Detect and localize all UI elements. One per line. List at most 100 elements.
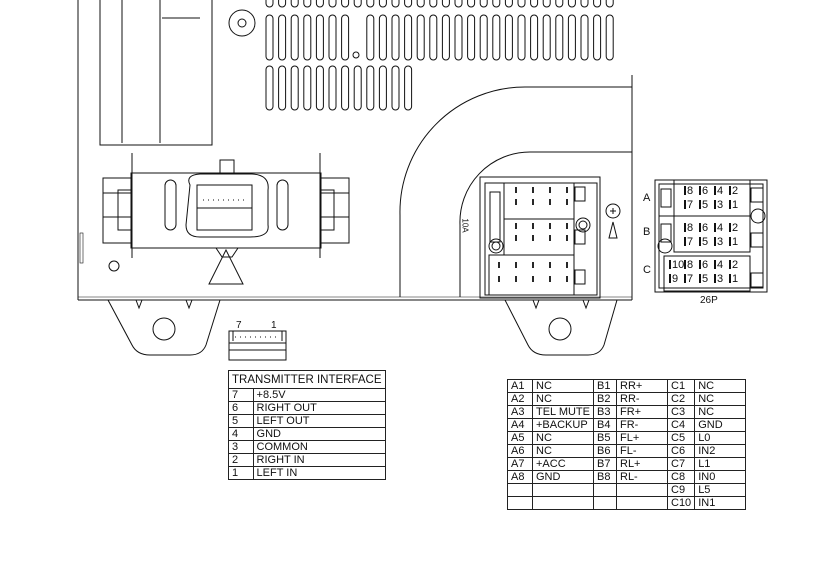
pin-number: 8 <box>684 222 699 234</box>
vent-slot <box>290 0 299 8</box>
cell-signal: COMMON <box>252 440 386 454</box>
cell-signal: L0 <box>694 431 747 445</box>
row-a-label: A <box>643 192 651 204</box>
vent-slot <box>378 65 387 111</box>
vent-slot <box>391 14 400 61</box>
vent-slot <box>416 14 425 61</box>
pin-number: 3 <box>714 199 729 211</box>
vent-slot <box>593 14 602 61</box>
vent-slot <box>290 65 299 111</box>
cell-pin: 1 <box>228 466 254 480</box>
cell-signal: NC <box>532 379 594 393</box>
vent-slot <box>265 65 274 111</box>
cell-pin: B4 <box>593 418 617 432</box>
cell-signal: NC <box>532 392 594 406</box>
cell-pin: A1 <box>507 379 533 393</box>
vent-slot <box>454 0 463 8</box>
cell-signal: LEFT IN <box>252 466 386 480</box>
chassis-outline <box>77 0 633 301</box>
pin-number: 7 <box>684 273 699 285</box>
mounting-tab-right <box>504 299 618 356</box>
cell-pin: B7 <box>593 457 617 471</box>
cell-signal: NC <box>532 444 594 458</box>
vent-slot <box>278 65 287 111</box>
vent-slot <box>290 14 299 61</box>
connector-recess <box>399 86 632 297</box>
vent-slot <box>530 14 539 61</box>
cell-pin: C3 <box>666 405 696 419</box>
warning-triangle <box>208 248 244 285</box>
cell-signal: TEL MUTE <box>532 405 594 419</box>
vent-slot <box>303 65 312 111</box>
tx-pin-7-label: 7 <box>236 320 242 331</box>
pin-number: 4 <box>714 259 729 271</box>
cell-signal: L1 <box>694 457 747 471</box>
transmitter-socket <box>102 153 350 258</box>
vent-slot <box>479 0 488 8</box>
cell-pin: A7 <box>507 457 533 471</box>
pin-number: 3 <box>714 273 729 285</box>
pin-number: 1 <box>729 236 744 248</box>
connector-26p <box>654 179 768 293</box>
vent-slot <box>580 14 589 61</box>
cell-pin: B2 <box>593 392 617 406</box>
pin-number: 2 <box>729 259 744 271</box>
vent-slot <box>404 0 413 8</box>
table-row: 7+8.5V <box>228 388 386 402</box>
cell-pin: B1 <box>593 379 617 393</box>
vent-slot <box>265 14 274 61</box>
vent-slot <box>605 0 614 8</box>
vent-slot <box>467 0 476 8</box>
cell-signal: NC <box>694 392 747 406</box>
cell-signal: FR- <box>616 418 668 432</box>
cell-signal: L5 <box>694 483 747 497</box>
cell-signal: NC <box>694 379 747 393</box>
cell-pin: B3 <box>593 405 617 419</box>
cell-signal: IN2 <box>694 444 747 458</box>
pin-number: 5 <box>699 273 714 285</box>
cell-signal: FL- <box>616 444 668 458</box>
cell-signal: FL+ <box>616 431 668 445</box>
cell-pin: 7 <box>228 388 254 402</box>
vent-slot <box>441 14 450 61</box>
fuse-label: 10A <box>460 218 470 233</box>
cell-pin: A5 <box>507 431 533 445</box>
cell-signal: GND <box>532 470 594 484</box>
vent-slot <box>366 65 375 111</box>
transmitter-table-title: TRANSMITTER INTERFACE <box>228 370 386 389</box>
cell-pin: B8 <box>593 470 617 484</box>
pin-number: 7 <box>684 199 699 211</box>
pin-number: 3 <box>714 236 729 248</box>
vent-slot <box>504 0 513 8</box>
cell-pin: 6 <box>228 401 254 415</box>
vent-slot <box>341 65 350 111</box>
vent-slot <box>517 14 526 61</box>
pin-number: 4 <box>714 185 729 197</box>
vent-slot <box>492 14 501 61</box>
cell-pin: A8 <box>507 470 533 484</box>
cell-signal: RR- <box>616 392 668 406</box>
cell-pin: C8 <box>666 470 696 484</box>
ground-screw-icon <box>605 203 621 239</box>
transmitter-plug <box>228 330 287 361</box>
vent-slot <box>492 0 501 8</box>
pin-number: 1 <box>729 273 744 285</box>
cell-signal: GND <box>252 427 386 441</box>
vent-slot <box>353 0 362 8</box>
cell-signal <box>616 496 668 510</box>
cell-signal: +BACKUP <box>532 418 594 432</box>
connector-26p-label: 26P <box>700 295 718 306</box>
cell-pin: C9 <box>666 483 696 497</box>
cell-pin: C6 <box>666 444 696 458</box>
pin-number: 8 <box>684 185 699 197</box>
vent-slot <box>278 0 287 8</box>
